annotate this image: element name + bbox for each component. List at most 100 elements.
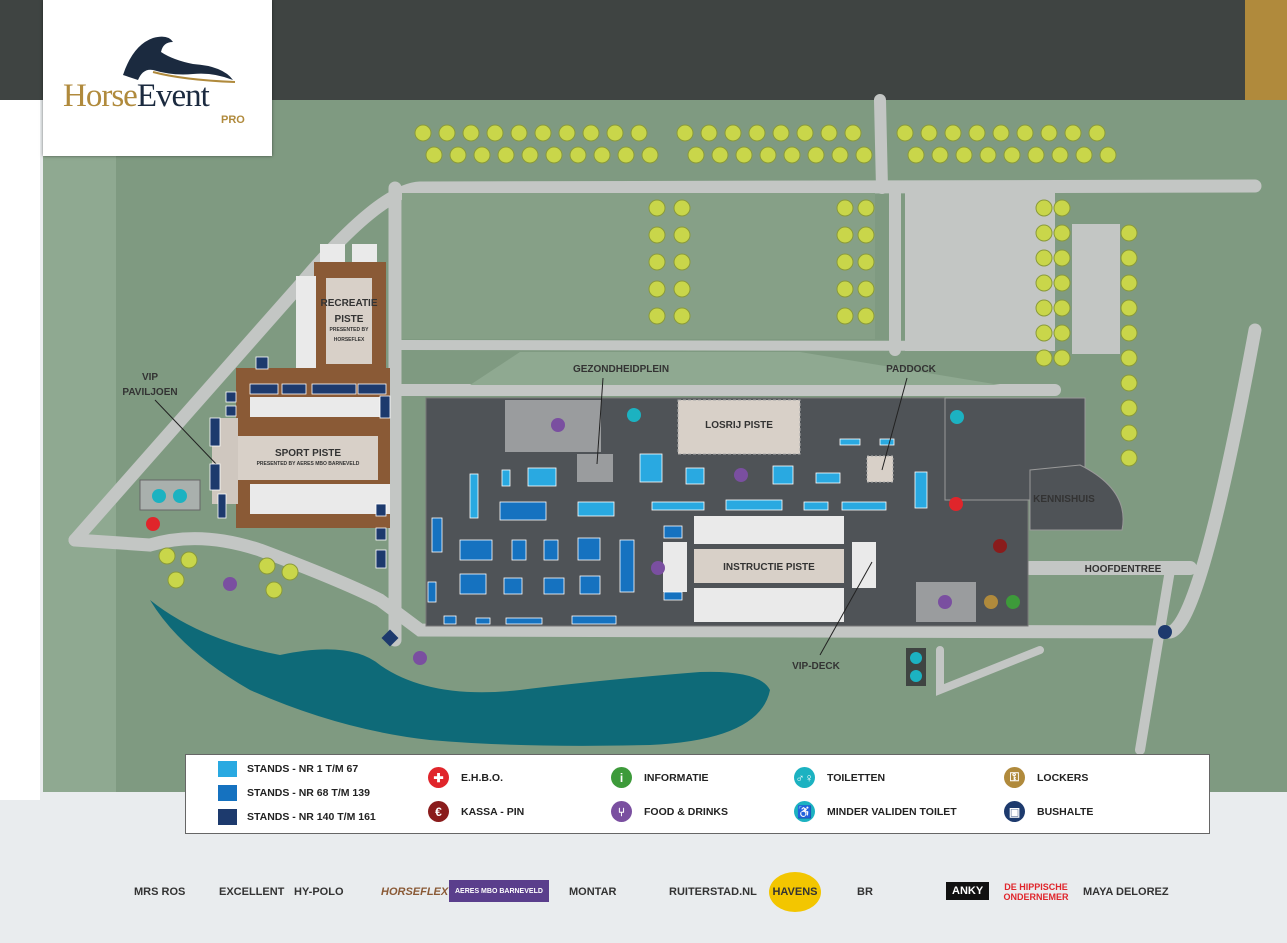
tree — [1120, 374, 1138, 392]
exhibitor-stand[interactable] — [431, 517, 443, 553]
exhibitor-stand[interactable] — [209, 463, 221, 491]
horse-event-pro-logo: HorseEvent PRO — [43, 0, 272, 156]
exhibitor-stand[interactable] — [803, 501, 829, 511]
exhibitor-stand[interactable] — [543, 577, 565, 595]
exhibitor-stand[interactable] — [619, 539, 635, 593]
exhibitor-stand[interactable] — [772, 465, 794, 485]
sponsor-logo[interactable]: HORSEFLEX — [381, 886, 449, 898]
gezondheidplein-pointer — [596, 377, 604, 465]
label-vipdeck: VIP-DECK — [792, 661, 841, 672]
tree — [648, 253, 666, 271]
label-recreatie-line2: PISTE — [335, 314, 364, 325]
tree — [425, 146, 443, 164]
exhibitor-stand[interactable] — [501, 469, 511, 487]
tree — [711, 146, 729, 164]
tree — [920, 124, 938, 142]
first-aid-icon — [146, 517, 160, 531]
sponsor-logo[interactable]: HY-POLO — [294, 886, 344, 898]
exhibitor-stand[interactable] — [879, 438, 895, 446]
sponsor-logo[interactable]: BR — [857, 886, 873, 898]
exhibitor-stand[interactable] — [459, 573, 487, 595]
exhibitor-stand[interactable] — [527, 467, 557, 487]
exhibitor-stand[interactable] — [663, 525, 683, 539]
exhibitor-stand[interactable] — [685, 467, 705, 485]
exhibitor-stand[interactable] — [579, 575, 601, 595]
exhibitor-stand[interactable] — [663, 591, 683, 601]
field-north-2 — [905, 193, 1055, 351]
tree — [673, 199, 691, 217]
tree — [944, 124, 962, 142]
tree — [1053, 349, 1071, 367]
tree — [857, 226, 875, 244]
tree — [606, 124, 624, 142]
tree — [855, 146, 873, 164]
exhibitor-stand[interactable] — [311, 383, 357, 395]
vip-pointer — [154, 399, 219, 467]
lake — [150, 600, 770, 746]
exhibitor-stand[interactable] — [815, 472, 841, 484]
exhibitor-stand[interactable] — [571, 615, 617, 625]
legend-cutlery: ⑂FOOD & DRINKS — [611, 801, 728, 822]
exhibitor-stand[interactable] — [475, 617, 491, 625]
exhibitor-stand[interactable] — [375, 503, 387, 517]
exhibitor-stand[interactable] — [577, 501, 615, 517]
sponsor-logo[interactable]: MONTAR — [569, 886, 617, 898]
exhibitor-stand[interactable] — [217, 493, 227, 519]
info-icon: i — [611, 767, 632, 788]
exhibitor-stand[interactable] — [725, 499, 783, 511]
vipdeck-pointer — [819, 561, 873, 656]
exhibitor-stand[interactable] — [249, 383, 279, 395]
exhibitor-stand[interactable] — [639, 453, 663, 483]
exhibitor-stand[interactable] — [379, 395, 391, 419]
exhibitor-stand[interactable] — [839, 438, 861, 446]
exhibitor-stand[interactable] — [577, 537, 601, 561]
tree — [1120, 299, 1138, 317]
tree — [167, 571, 185, 589]
sponsor-logo[interactable]: AERES MBO BARNEVELD — [449, 880, 549, 902]
left-margin — [0, 100, 40, 800]
exhibitor-stand[interactable] — [841, 501, 887, 511]
exhibitor-stand[interactable] — [469, 473, 479, 519]
exhibitor-stand[interactable] — [209, 417, 221, 447]
tree — [673, 307, 691, 325]
tree — [1120, 249, 1138, 267]
sponsor-logo[interactable]: ANKY — [946, 882, 990, 900]
exhibitor-stand[interactable] — [651, 501, 705, 511]
tree — [648, 307, 666, 325]
label-recreatie-line1: RECREATIE — [320, 298, 377, 309]
tree — [1064, 124, 1082, 142]
tree — [1120, 449, 1138, 467]
tree — [1051, 146, 1069, 164]
exhibitor-stand[interactable] — [443, 615, 457, 625]
exhibitor-stand[interactable] — [427, 581, 437, 603]
exhibitor-stand[interactable] — [255, 356, 269, 370]
tree — [1053, 274, 1071, 292]
toilet-icon — [173, 489, 187, 503]
exhibitor-stand[interactable] — [375, 549, 387, 569]
tree — [648, 199, 666, 217]
label-recreatie-sub2: HORSEFLEX — [334, 337, 365, 343]
exhibitor-stand[interactable] — [499, 501, 547, 521]
exhibitor-stand[interactable] — [225, 391, 237, 403]
exhibitor-stand[interactable] — [543, 539, 559, 561]
sponsor-logo[interactable]: MAYA DELOREZ — [1083, 886, 1169, 898]
exhibitor-stand[interactable] — [375, 527, 387, 541]
exhibitor-stand[interactable] — [459, 539, 493, 561]
exhibitor-stand[interactable] — [225, 405, 237, 417]
tree — [844, 124, 862, 142]
sponsor-logo[interactable]: MRS ROS — [134, 886, 186, 898]
sponsor-logo[interactable]: RUITERSTAD.NL — [669, 886, 757, 898]
sponsor-logo[interactable]: DE HIPPISCHE ONDERNEMER — [1003, 882, 1069, 902]
exhibitor-stand[interactable] — [511, 539, 527, 561]
exhibitor-stand[interactable] — [503, 577, 523, 595]
exhibitor-stand[interactable] — [914, 471, 928, 509]
tree — [1035, 349, 1053, 367]
stand-swatch — [218, 809, 237, 825]
exhibitor-stand[interactable] — [281, 383, 307, 395]
sponsor-logo[interactable]: EXCELLENT — [219, 886, 285, 898]
exhibitor-stand[interactable] — [505, 617, 543, 625]
stand-swatch — [218, 785, 237, 801]
sponsor-logo[interactable]: HAVENS — [769, 872, 821, 912]
exhibitor-stand[interactable] — [357, 383, 387, 395]
